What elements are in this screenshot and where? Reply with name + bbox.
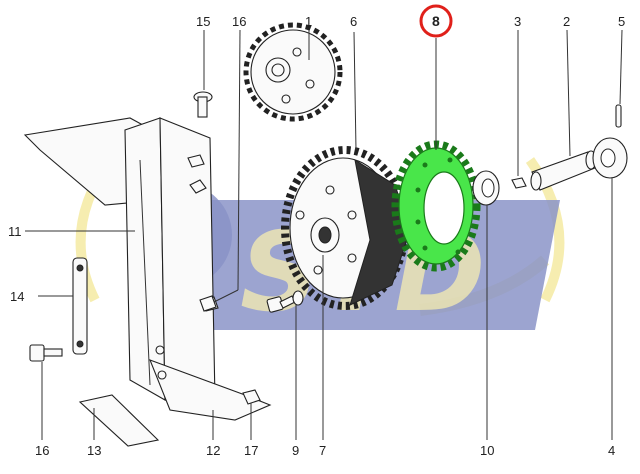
leader-lines bbox=[25, 29, 623, 440]
callout-8: 8 bbox=[432, 13, 440, 29]
nut-part-3 bbox=[511, 177, 527, 189]
collar-part-4 bbox=[592, 137, 628, 179]
nut-part-16-top bbox=[199, 295, 217, 312]
sprocket-part-1 bbox=[243, 22, 343, 122]
bolt-part-9 bbox=[266, 290, 304, 313]
sprocket-part-8-highlighted bbox=[391, 140, 481, 272]
plate-part-13 bbox=[78, 394, 160, 447]
callout-16-top: 16 bbox=[232, 14, 246, 29]
shaft-part-2 bbox=[530, 150, 597, 191]
callout-15: 15 bbox=[196, 14, 210, 29]
callout-9: 9 bbox=[292, 443, 299, 458]
callout-17: 17 bbox=[244, 443, 258, 458]
pin-part-5 bbox=[615, 104, 622, 128]
callout-16-bottom: 16 bbox=[35, 443, 49, 458]
bolt-part-15 bbox=[193, 91, 213, 118]
washer-part-10 bbox=[472, 170, 500, 206]
callout-10: 10 bbox=[480, 443, 494, 458]
bar-part-14 bbox=[72, 257, 88, 355]
callout-1: 1 bbox=[305, 14, 312, 29]
callout-14: 14 bbox=[10, 289, 24, 304]
callout-5: 5 bbox=[618, 14, 625, 29]
callout-labels: 15 16 1 6 8 3 2 5 11 14 16 13 12 17 9 7 … bbox=[8, 4, 625, 458]
highlight-circle-8 bbox=[419, 4, 453, 38]
callout-2: 2 bbox=[563, 14, 570, 29]
callout-13: 13 bbox=[87, 443, 101, 458]
bolt-part-16-bottom bbox=[29, 344, 63, 362]
callout-3: 3 bbox=[514, 14, 521, 29]
callout-12: 12 bbox=[206, 443, 220, 458]
callout-4: 4 bbox=[608, 443, 615, 458]
callout-11: 11 bbox=[8, 224, 22, 239]
callout-6: 6 bbox=[350, 14, 357, 29]
callout-7: 7 bbox=[319, 443, 326, 458]
